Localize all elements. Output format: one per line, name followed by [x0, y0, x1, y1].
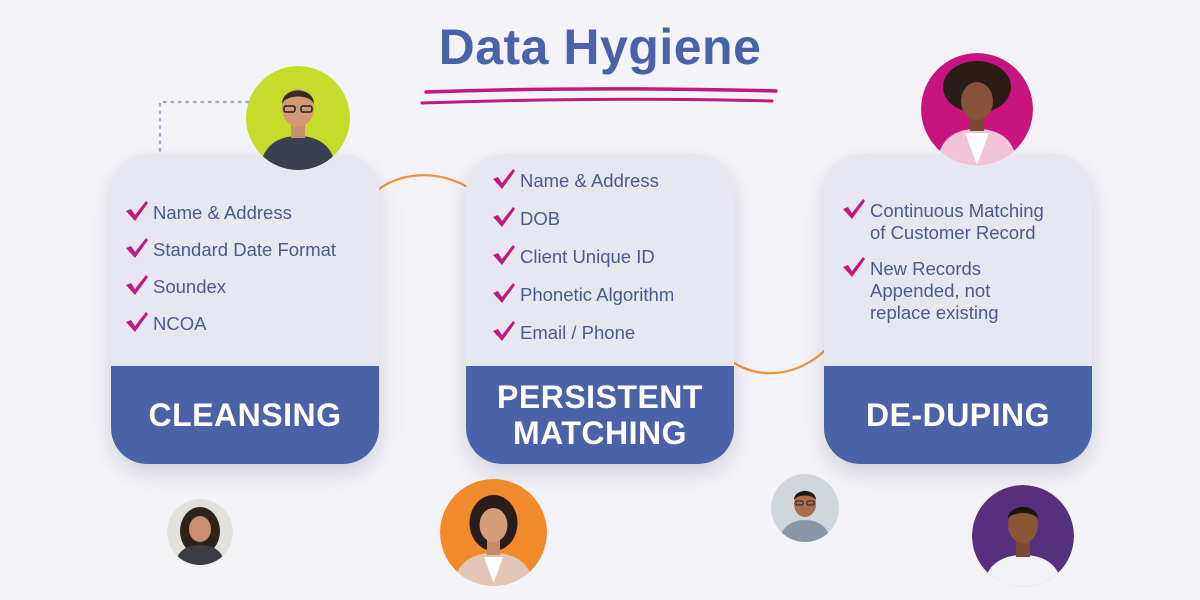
list-item: Continuous Matching of Customer Record: [842, 199, 1084, 244]
dotted-connector: [158, 100, 260, 190]
card-persistent-matching: Name & Address DOB Client Unique ID Phon…: [466, 154, 734, 464]
item-text: Standard Date Format: [153, 239, 337, 260]
curved-arrow-icon: [363, 174, 483, 205]
list-item: Email / Phone: [492, 321, 726, 344]
item-text: New Records Appended, not replace existi…: [870, 258, 999, 324]
item-text-line: replace existing: [870, 302, 999, 323]
person-avatar: [972, 485, 1074, 587]
check-icon: [843, 199, 865, 219]
card-label-line: MATCHING: [512, 415, 688, 451]
checklist: Continuous Matching of Customer Record N…: [842, 199, 1084, 338]
item-text: NCOA: [153, 313, 207, 334]
item-text: Phonetic Algorithm: [520, 284, 675, 305]
list-item: Name & Address: [125, 201, 371, 224]
checklist: Name & Address Standard Date Format Soun…: [125, 201, 371, 350]
person-avatar: [167, 499, 233, 565]
check-icon: [126, 201, 148, 221]
list-item: New Records Appended, not replace existi…: [842, 257, 1084, 324]
title-underline: [420, 87, 778, 105]
list-item: Standard Date Format: [125, 238, 371, 261]
check-icon: [843, 257, 865, 277]
item-text: Soundex: [153, 276, 227, 297]
list-item: Phonetic Algorithm: [492, 283, 726, 306]
item-text: Name & Address: [520, 170, 659, 191]
check-icon: [493, 283, 515, 303]
card-label: PERSISTENT MATCHING: [466, 366, 734, 464]
card-cleansing: Name & Address Standard Date Format Soun…: [111, 154, 379, 464]
page-title: Data Hygiene: [438, 19, 762, 75]
list-item: Client Unique ID: [492, 245, 726, 268]
check-icon: [493, 245, 515, 265]
person-avatar: [771, 474, 839, 542]
list-item: DOB: [492, 207, 726, 230]
check-icon: [126, 275, 148, 295]
check-icon: [493, 169, 515, 189]
check-icon: [126, 312, 148, 332]
item-text: Client Unique ID: [520, 246, 655, 267]
list-item: Name & Address: [492, 169, 726, 192]
item-text: Continuous Matching of Customer Record: [870, 200, 1044, 244]
person-avatar: [921, 53, 1033, 165]
item-text: DOB: [520, 208, 561, 229]
list-item: NCOA: [125, 312, 371, 335]
check-icon: [493, 207, 515, 227]
check-icon: [493, 321, 515, 341]
item-text-line: Continuous Matching: [870, 200, 1044, 221]
list-item: Soundex: [125, 275, 371, 298]
item-text-line: Appended, not: [870, 280, 991, 301]
card-label-line: PERSISTENT: [497, 379, 703, 415]
checklist: Name & Address DOB Client Unique ID Phon…: [492, 169, 726, 360]
card-label: DE-DUPING: [824, 366, 1092, 464]
item-text: Email / Phone: [520, 322, 636, 343]
curved-arrow-icon: [715, 337, 838, 375]
check-icon: [126, 238, 148, 258]
card-label: CLEANSING: [111, 366, 379, 464]
item-text-line: of Customer Record: [870, 222, 1036, 243]
person-avatar: [246, 66, 350, 170]
item-text: Name & Address: [153, 202, 292, 223]
person-avatar: [440, 479, 547, 586]
item-text-line: New Records: [870, 258, 982, 279]
card-de-duping: Continuous Matching of Customer Record N…: [824, 154, 1092, 464]
